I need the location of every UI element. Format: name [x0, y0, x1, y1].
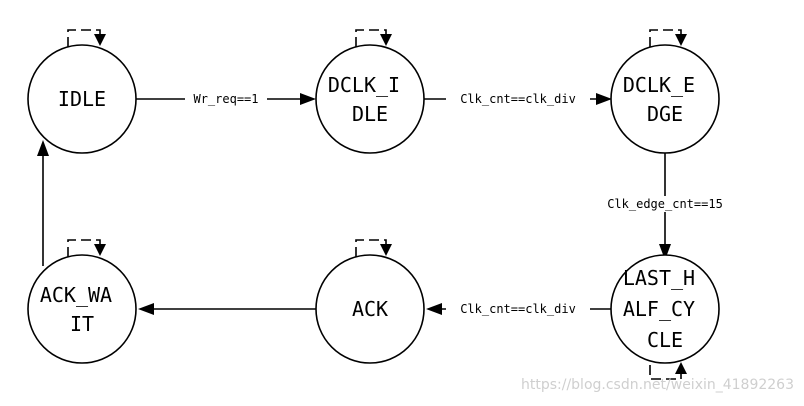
- state-dclk-idle-label-line-2: DLE: [352, 102, 388, 126]
- state-idle: IDLE: [27, 44, 137, 154]
- arrowhead-dclk-idle-to-dclk-edge: [596, 93, 612, 105]
- state-dclk-edge-circle: [610, 44, 720, 154]
- self-loop-last-half-cycle: [649, 365, 682, 380]
- edge-label-bg-2: [446, 91, 590, 107]
- state-ack-wait-circle: [27, 254, 137, 364]
- edge-label-clk-cnt-1: Clk_cnt==clk_div: [460, 92, 576, 106]
- edge-label-wr-req: Wr_req==1: [193, 92, 258, 106]
- arrowhead-idle-to-dclk-idle: [300, 93, 316, 105]
- state-idle-label: IDLE: [58, 87, 106, 111]
- edge-label-bg-1: [185, 91, 267, 107]
- state-dclk-idle: DCLK_I DLE: [315, 44, 425, 154]
- state-idle-label-line-1: IDLE: [58, 87, 106, 111]
- state-dclk-idle-label: DCLK_I DLE: [328, 73, 412, 126]
- state-dclk-edge-label-line-2: DGE: [647, 102, 683, 126]
- state-last-half-cycle: LAST_H ALF_CY CLE: [610, 254, 720, 364]
- arrowhead-ack-wait-to-idle: [37, 140, 49, 156]
- edge-label-clk-edge-cnt: Clk_edge_cnt==15: [607, 197, 723, 211]
- state-idle-circle: [27, 44, 137, 154]
- state-ack: ACK: [315, 254, 425, 364]
- state-ack-label: ACK: [352, 297, 388, 321]
- state-last-half-cycle-label-line-1: LAST_H: [623, 266, 695, 290]
- state-last-half-cycle-label-line-2: ALF_CY: [623, 297, 695, 321]
- arrowhead-dclk-edge-to-last-half-cycle: [659, 244, 671, 260]
- state-dclk-edge-label-line-1: DCLK_E: [623, 73, 695, 97]
- state-ack-wait-label-line-2: IT: [70, 312, 94, 336]
- self-loop-ack-wait-arrowhead: [94, 244, 106, 256]
- state-ack-wait-label-line-1: ACK_WA: [40, 283, 112, 307]
- edge-label-bg-4: [446, 301, 590, 317]
- state-dclk-idle-circle: [315, 44, 425, 154]
- state-dclk-idle-label-line-1: DCLK_I: [328, 73, 400, 97]
- self-loop-last-half-cycle-arrowhead: [675, 362, 687, 374]
- state-last-half-cycle-label: LAST_H ALF_CY CLE: [623, 266, 707, 352]
- state-dclk-edge: DCLK_E DGE: [610, 44, 720, 154]
- arrowhead-ack-to-ack-wait: [138, 303, 154, 315]
- state-last-half-cycle-label-line-3: CLE: [647, 328, 683, 352]
- self-loop-dclk-edge-arrowhead: [675, 34, 687, 46]
- self-loop-dclk-idle-arrowhead: [380, 34, 392, 46]
- state-ack-wait: ACK_WA IT: [27, 254, 137, 364]
- arrowhead-last-half-cycle-to-ack: [426, 303, 442, 315]
- state-ack-wait-label: ACK_WA IT: [40, 283, 124, 336]
- self-loop-ack-arrowhead: [380, 244, 392, 256]
- self-loop-idle-arrowhead: [94, 34, 106, 46]
- state-last-half-cycle-circle: [610, 254, 720, 364]
- edge-label-clk-cnt-2: Clk_cnt==clk_div: [460, 302, 576, 316]
- edge-label-bg-3: [593, 196, 737, 212]
- state-dclk-edge-label: DCLK_E DGE: [623, 73, 707, 126]
- state-ack-circle: [315, 254, 425, 364]
- state-ack-label-line-1: ACK: [352, 297, 388, 321]
- watermark: https://blog.csdn.net/weixin_41892263: [521, 377, 794, 393]
